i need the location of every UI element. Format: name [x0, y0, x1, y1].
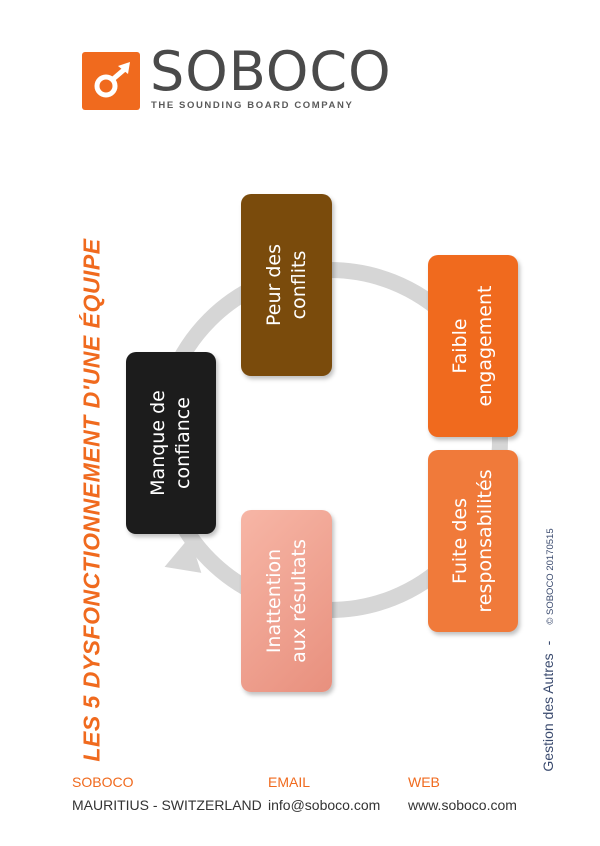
card-manque-de-confiance: Manque de confiance [126, 352, 216, 534]
card-inattention-aux-resultats: Inattention aux résultats [241, 510, 332, 692]
cycle-arrowhead-icon [164, 536, 202, 573]
footer-company-label: SOBOCO [72, 774, 134, 790]
card-peur-des-conflits: Peur des conflits [241, 194, 332, 376]
footer-email-link[interactable]: info@soboco.com [268, 797, 381, 813]
side-note-separator: - [540, 640, 556, 646]
card-text: Inattention aux résultats [262, 539, 310, 663]
card-faible-engagement: Faible engagement [428, 255, 518, 437]
footer-web-label: WEB [408, 774, 440, 790]
side-note-text: Gestion des Autres [540, 653, 556, 772]
side-note: Gestion des Autres - © SOBOCO 20170515 [540, 528, 556, 771]
footer-company-value: MAURITIUS - SWITZERLAND [72, 797, 262, 813]
footer-web-link[interactable]: www.soboco.com [408, 797, 517, 813]
copyright: © SOBOCO 20170515 [545, 528, 556, 625]
logo-mark [82, 52, 140, 110]
card-text: Fuite des responsabilités [449, 469, 496, 613]
card-text: Faible engagement [449, 285, 496, 407]
logo-name: SOBOCO [150, 40, 392, 103]
card-text: Manque de confiance [147, 390, 194, 496]
soboco-logo-icon [94, 62, 130, 98]
footer-email-label: EMAIL [268, 774, 311, 790]
logo-tagline: THE SOUNDING BOARD COMPANY [151, 100, 354, 111]
card-text: Peur des conflits [262, 244, 310, 327]
card-fuite-des-responsabilites: Fuite des responsabilités [428, 450, 518, 632]
